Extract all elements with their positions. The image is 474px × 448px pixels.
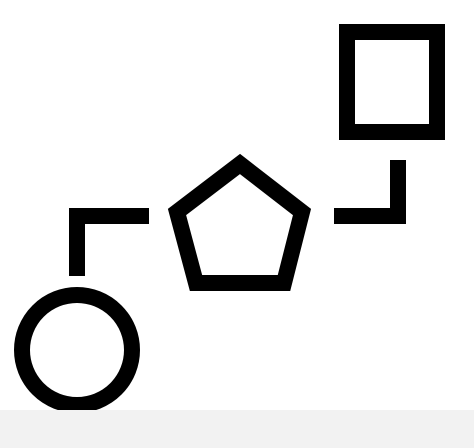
circle-shape — [14, 287, 140, 413]
left-connector — [69, 208, 149, 276]
pentagon-shape — [167, 153, 312, 291]
right-connector — [334, 160, 406, 224]
square-shape — [339, 24, 445, 140]
bottom-strip — [0, 410, 474, 448]
